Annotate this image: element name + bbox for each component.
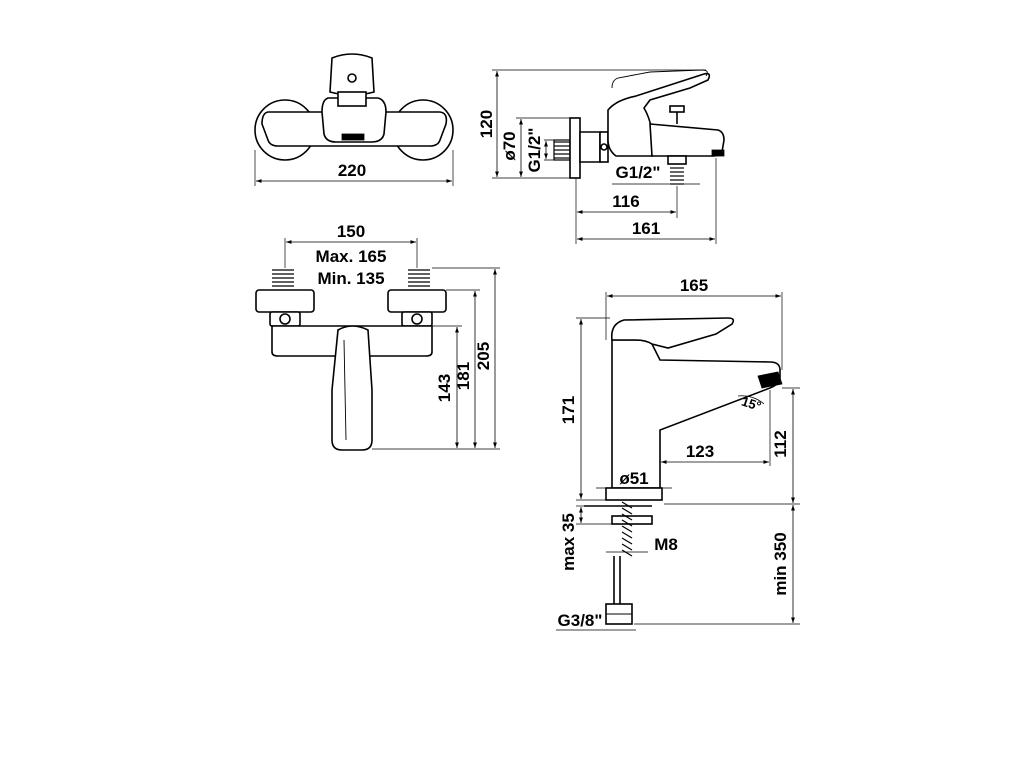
dim-basin-reach: 123 xyxy=(686,442,714,461)
wall-mixer-front-view: 220 xyxy=(254,53,454,186)
dim-basin-height: 171 xyxy=(559,396,578,424)
dim-basin-spout-height: 112 xyxy=(771,430,790,457)
dim-side-projection-total: 161 xyxy=(632,219,660,238)
dim-side-thread-wall: G1/2" xyxy=(525,128,544,173)
dim-centers-max: Max. 165 xyxy=(316,247,387,266)
dim-side-projection-outlet: 116 xyxy=(612,192,639,211)
dim-basin-hose-length: min 350 xyxy=(771,532,790,595)
dim-centers-min: Min. 135 xyxy=(317,269,384,288)
dim-height-lever: 143 xyxy=(435,374,454,402)
dim-basin-max-deck: max 35 xyxy=(559,513,578,571)
dim-front-width: 220 xyxy=(338,161,366,180)
dim-basin-base-diameter: ø51 xyxy=(619,469,648,488)
dim-height-body: 181 xyxy=(454,362,473,390)
dim-basin-length: 165 xyxy=(680,276,708,295)
dim-basin-stud: M8 xyxy=(654,535,678,554)
dim-side-thread-outlet: G1/2" xyxy=(616,163,661,182)
dim-centers: 150 xyxy=(337,222,365,241)
dim-basin-angle: 15° xyxy=(740,394,763,414)
dim-side-diameter: ø70 xyxy=(500,131,519,160)
basin-mixer-side-view: 165 171 15° 123 112 ø51 max 35 M8 min 35… xyxy=(556,276,800,631)
dim-height-total: 205 xyxy=(474,342,493,370)
dim-side-height: 120 xyxy=(477,110,496,138)
dim-basin-hose-thread: G3/8" xyxy=(558,611,603,630)
wall-mixer-side-view: 120 ø70 G1/2" G1/2" 116 161 xyxy=(477,69,725,244)
wall-mixer-bottom-view: 150 Max. 165 Min. 135 143 181 205 xyxy=(255,222,500,451)
